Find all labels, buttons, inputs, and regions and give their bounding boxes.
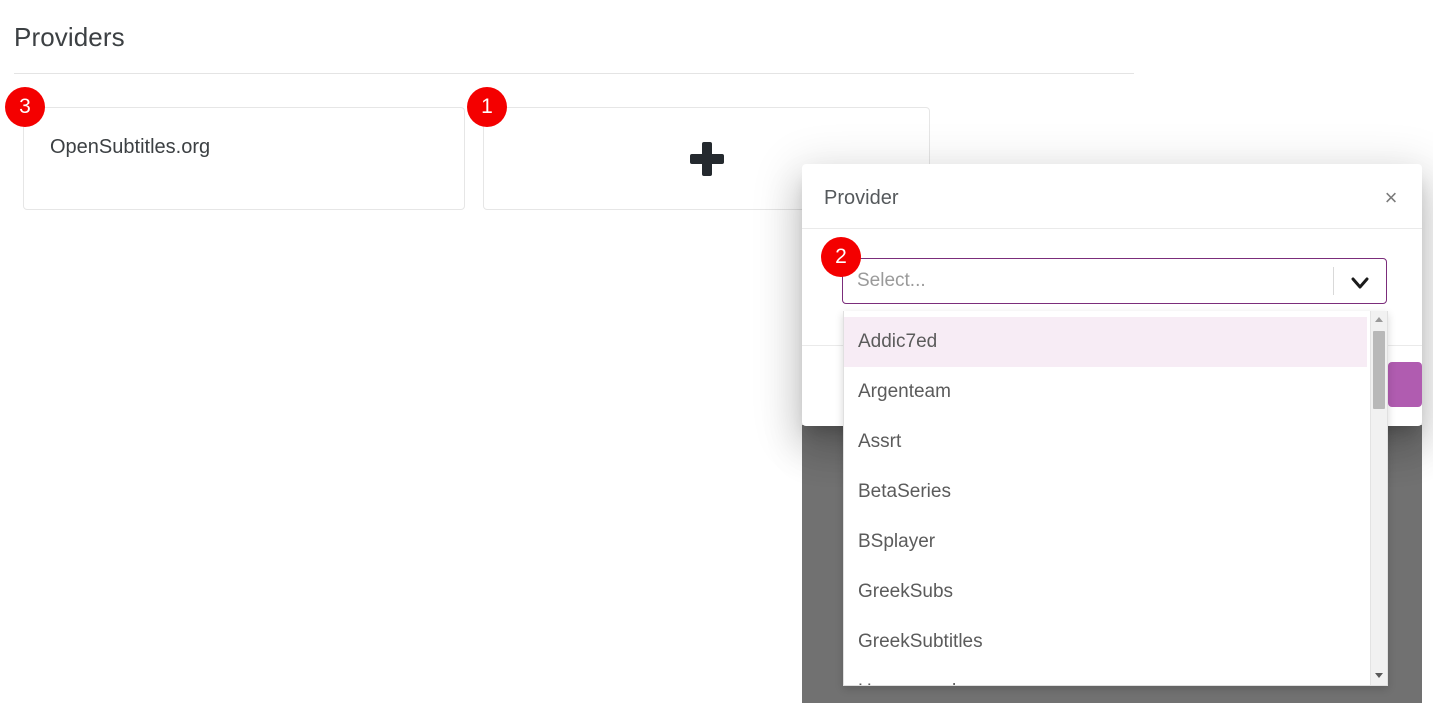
select-separator	[1333, 267, 1334, 295]
dropdown-option[interactable]: GreekSubtitles	[858, 631, 983, 652]
close-icon[interactable]: ×	[1384, 185, 1398, 210]
provider-card-opensubtitles[interactable]: OpenSubtitles.org	[23, 107, 465, 210]
plus-icon	[689, 141, 724, 176]
provider-card-label: OpenSubtitles.org	[50, 136, 211, 158]
dialog-title: Provider	[824, 187, 899, 209]
chevron-down-icon[interactable]	[1348, 271, 1372, 295]
dropdown-option[interactable]: Argenteam	[858, 381, 951, 402]
dialog-save-button[interactable]	[1388, 362, 1422, 407]
step-badge-1: 1	[467, 87, 507, 127]
dropdown-option[interactable]: Assrt	[858, 431, 902, 452]
scroll-up-arrow-icon[interactable]	[1371, 312, 1387, 328]
add-provider-card[interactable]	[483, 107, 930, 210]
step-badge-3: 3	[5, 87, 45, 127]
dropdown-option[interactable]: BetaSeries	[858, 481, 951, 502]
provider-select[interactable]: Select...	[842, 258, 1387, 304]
dropdown-option[interactable]: BSplayer	[858, 531, 936, 552]
title-divider	[14, 73, 1134, 74]
dropdown-option[interactable]: Addic7ed	[844, 317, 1367, 367]
dropdown-option[interactable]: Hosszupuska	[844, 667, 1367, 685]
page-title: Providers	[14, 22, 125, 52]
dropdown-option[interactable]: GreekSubs	[858, 581, 954, 602]
dropdown-scrollbar[interactable]	[1370, 311, 1387, 685]
provider-select-placeholder: Select...	[857, 270, 926, 291]
scroll-down-arrow-icon[interactable]	[1371, 668, 1387, 684]
dialog-header-divider	[802, 228, 1422, 229]
scrollbar-thumb[interactable]	[1373, 331, 1385, 409]
step-badge-2: 2	[821, 237, 861, 277]
